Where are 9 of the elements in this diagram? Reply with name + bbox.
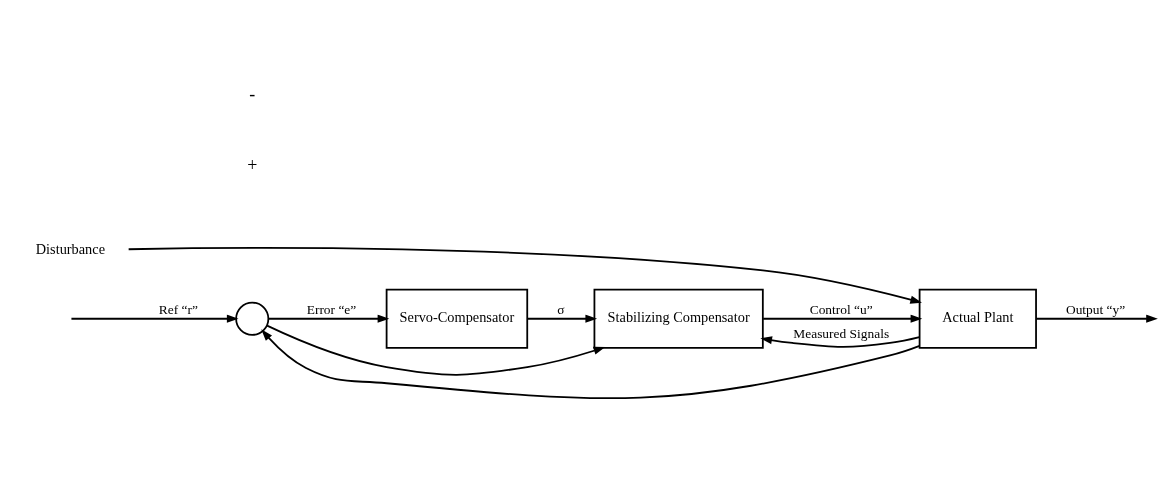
edge-label: Error “e” [306,301,357,317]
edge-label: Measured Signals [793,325,890,341]
label: - [249,83,256,104]
edge-label: Ref “r” [158,301,198,317]
edge-label: σ [557,301,565,317]
label: + [247,154,258,175]
node-text: Disturbance [35,240,106,257]
edge-label: Output “y” [1065,301,1126,317]
edge-label: Control “u” [809,301,873,317]
